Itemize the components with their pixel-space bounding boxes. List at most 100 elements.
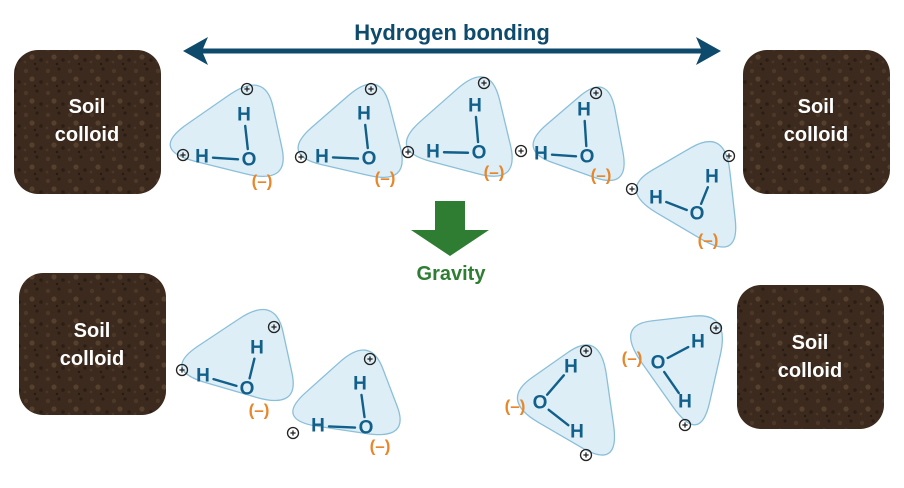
covalent-bond bbox=[211, 156, 240, 161]
negative-charge: (–) bbox=[252, 172, 273, 191]
soil-colloid-label-line2: colloid bbox=[55, 124, 119, 146]
soil-colloid-label-line2: colloid bbox=[784, 124, 848, 146]
water-molecule-icon: O H H (–) bbox=[401, 76, 513, 182]
hydrogen-atom: H bbox=[311, 416, 325, 437]
soil-colloid-label-line1: Soil bbox=[792, 332, 829, 354]
positive-charge bbox=[286, 426, 300, 440]
positive-charge bbox=[294, 150, 308, 164]
oxygen-atom: O bbox=[240, 379, 255, 400]
hydrogen-atom: H bbox=[570, 422, 584, 443]
oxygen-atom: O bbox=[580, 147, 595, 168]
hydrogen-atom: H bbox=[237, 105, 251, 126]
soil-colloid-label-line1: Soil bbox=[798, 96, 835, 118]
hydrogen-bonding-arrow bbox=[183, 37, 721, 65]
hydrogen-atom: H bbox=[196, 366, 210, 387]
covalent-bond bbox=[665, 200, 688, 212]
soil-colloid-bottom-right: Soil colloid bbox=[737, 285, 884, 429]
negative-charge: (–) bbox=[484, 163, 505, 182]
hydrogen-atom: H bbox=[315, 147, 329, 168]
oxygen-atom: O bbox=[359, 418, 374, 439]
positive-charge bbox=[678, 418, 692, 432]
positive-charge bbox=[175, 363, 189, 377]
oxygen-atom: O bbox=[362, 149, 377, 170]
covalent-bond bbox=[663, 370, 680, 395]
hydrogen-bonding-title: Hydrogen bonding bbox=[354, 20, 550, 45]
covalent-bond bbox=[364, 123, 369, 150]
covalent-bond bbox=[442, 151, 470, 154]
positive-charge bbox=[240, 82, 254, 96]
positive-charge bbox=[514, 144, 528, 158]
water-molecule-icon: O H H (–) bbox=[514, 86, 625, 185]
water-drop-shape bbox=[169, 84, 284, 178]
water-molecule-icon: OHH(–) bbox=[622, 315, 724, 432]
hydrogen-atom: H bbox=[678, 392, 692, 413]
oxygen-atom: O bbox=[651, 353, 666, 374]
negative-charge: (–) bbox=[370, 437, 391, 456]
soil-colloid-label-line2: colloid bbox=[778, 360, 842, 382]
negative-charge: (–) bbox=[698, 231, 719, 250]
negative-charge: (–) bbox=[249, 401, 270, 420]
oxygen-atom: O bbox=[533, 393, 548, 414]
covalent-bond bbox=[699, 185, 710, 206]
covalent-bond bbox=[244, 124, 249, 151]
covalent-bond bbox=[545, 374, 566, 396]
hydrogen-atom: H bbox=[426, 142, 440, 163]
positive-charge bbox=[401, 145, 415, 159]
positive-charge bbox=[589, 86, 603, 100]
negative-charge: (–) bbox=[375, 169, 396, 188]
water-molecule-icon: OHH(–) bbox=[505, 344, 616, 462]
soil-colloid-top-left: Soil colloid bbox=[14, 50, 161, 194]
covalent-bond bbox=[474, 115, 480, 144]
water-drop-shape bbox=[635, 140, 737, 248]
covalent-bond bbox=[331, 156, 360, 160]
positive-charge bbox=[364, 82, 378, 96]
positive-charge bbox=[267, 320, 281, 334]
soil-colloid-label-line2: colloid bbox=[60, 348, 124, 370]
water-drop-shape bbox=[292, 349, 401, 436]
hydrogen-atom: H bbox=[691, 332, 705, 353]
covalent-bond bbox=[327, 425, 357, 429]
hydrogen-atom: H bbox=[564, 357, 578, 378]
soil-colloid-label-line1: Soil bbox=[74, 320, 111, 342]
positive-charge bbox=[579, 344, 593, 358]
gravity-arrow bbox=[411, 201, 489, 256]
hydrogen-atom: H bbox=[705, 167, 719, 188]
hydrogen-atom: H bbox=[534, 144, 548, 165]
hydrogen-atom: H bbox=[577, 100, 591, 121]
positive-charge bbox=[477, 76, 491, 90]
hydrogen-atom: H bbox=[649, 188, 663, 209]
positive-charge bbox=[625, 182, 639, 196]
covalent-bond bbox=[547, 408, 570, 427]
water-drop-shape bbox=[630, 315, 724, 426]
oxygen-atom: O bbox=[472, 143, 487, 164]
gravity-label: Gravity bbox=[417, 263, 487, 285]
hydrogen-atom: H bbox=[353, 374, 367, 395]
oxygen-atom: O bbox=[690, 204, 705, 225]
hydrogen-atom: H bbox=[357, 104, 371, 125]
double-headed-arrow-icon bbox=[183, 37, 208, 65]
hydrogen-atom: H bbox=[250, 338, 264, 359]
hydrogen-atom: H bbox=[468, 96, 482, 117]
hydrogen-atom: H bbox=[195, 147, 209, 168]
soil-colloid-top-right: Soil colloid bbox=[743, 50, 890, 194]
covalent-bond bbox=[666, 345, 690, 360]
positive-charge bbox=[722, 149, 736, 163]
soil-colloid-bottom-left: Soil colloid bbox=[19, 273, 166, 415]
soil-colloid-label-line1: Soil bbox=[69, 96, 106, 118]
negative-charge: (–) bbox=[505, 397, 526, 416]
water-molecule-icon: O H H (–) bbox=[286, 349, 401, 456]
negative-charge: (–) bbox=[591, 166, 612, 185]
water-molecule-icon: OHH(–) bbox=[175, 309, 294, 420]
covalent-bond bbox=[550, 153, 578, 158]
water-molecules: OHH(–)OHH(–)OHH(–)OHH(–)OHH(–)OHH(–)OHH(… bbox=[169, 76, 737, 462]
water-molecule-icon: O H H (–) bbox=[294, 82, 403, 188]
water-drop-shape bbox=[181, 309, 294, 402]
water-molecule-icon: OHH(–) bbox=[169, 82, 284, 191]
positive-charge bbox=[709, 321, 723, 335]
covalent-bond bbox=[248, 357, 256, 380]
covalent-bond bbox=[360, 393, 366, 419]
positive-charge bbox=[363, 352, 377, 366]
water-drop-shape bbox=[532, 86, 625, 182]
positive-charge bbox=[176, 148, 190, 162]
positive-charge bbox=[579, 448, 593, 462]
